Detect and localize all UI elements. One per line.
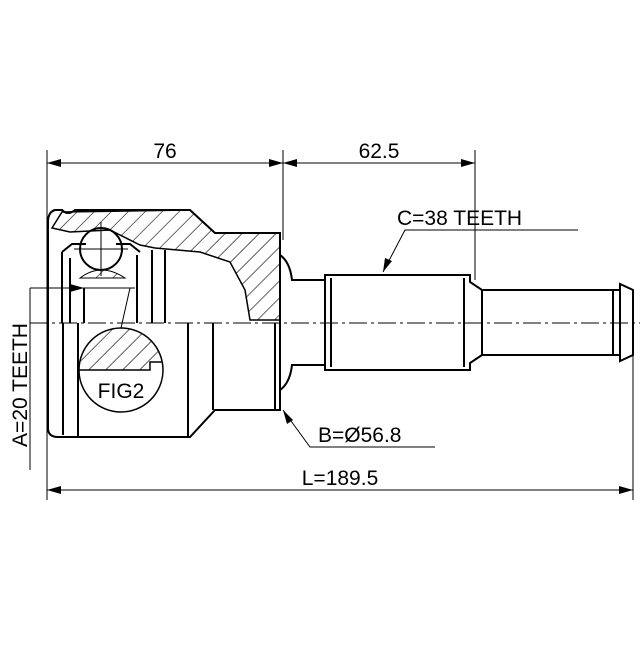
dimension-length-label: L=189.5 <box>302 467 379 490</box>
dimension-76-label: 76 <box>153 140 176 163</box>
housing-section-hatch <box>50 209 281 321</box>
fig2-label: FIG2 <box>98 380 145 403</box>
label-c-teeth: C=38 TEETH <box>397 207 522 230</box>
dimension-62-5 <box>283 159 475 167</box>
fig2-detail: FIG2 <box>78 287 164 413</box>
inner-race <box>78 269 127 279</box>
label-a-teeth: A=20 TEETH <box>9 323 32 447</box>
dimension-62-5-label: 62.5 <box>359 140 400 163</box>
dimension-length <box>47 486 633 494</box>
label-b-diameter: B=Ø56.8 <box>318 424 401 447</box>
dimension-76 <box>47 159 283 167</box>
